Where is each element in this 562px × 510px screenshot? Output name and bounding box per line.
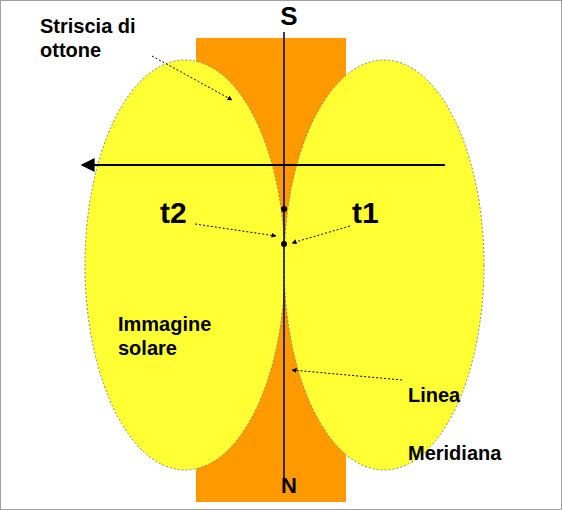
compass-label: N (274, 474, 304, 498)
part-label: Striscia di ottone (40, 14, 158, 62)
contact-dot (281, 241, 287, 247)
leader-line (195, 224, 276, 236)
contact-dot (281, 206, 287, 212)
leader-line (292, 370, 402, 380)
meridian-line (283, 32, 285, 478)
time-label: t2 (160, 196, 200, 229)
solar-image-left (85, 60, 285, 470)
leader-line (292, 226, 350, 243)
part-label: Immagine solare (118, 312, 228, 360)
compass-label: S (274, 2, 304, 31)
solar-image-right (284, 60, 484, 470)
part-label: Linea Meridiana (408, 366, 528, 482)
time-label: t1 (352, 196, 392, 229)
motion-arrow (82, 164, 445, 166)
leader-line (152, 56, 232, 100)
